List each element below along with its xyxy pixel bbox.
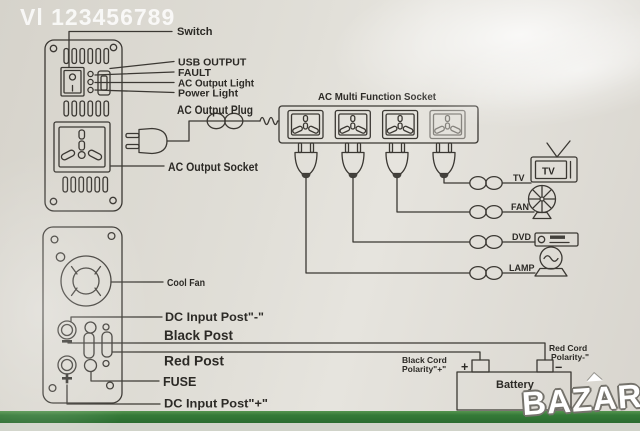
bazar-watermark-text: BAZAR [520,376,640,423]
ac-plug-icon [126,129,167,154]
fuse-holders-icon [84,322,112,372]
below-stripe-area [0,423,640,431]
usb-output-label: USB OUTPUT [178,57,247,69]
ac-output-socket-label: AC Output Socket [168,162,258,174]
dc-input-pos-label: DC Input Post"+" [164,397,268,411]
red-cord-label-line1: Red Cord [549,343,587,353]
power-strip-drawing [279,106,478,143]
top-watermark: Vl 123456789 [20,4,176,30]
power-light-label: Power Light [178,88,239,100]
dc-post-negative-icon [58,321,76,343]
red-post-wire [112,352,480,360]
red-cord-label-line2: Polarity-" [551,352,589,362]
front-panel-leader-lines [69,32,174,167]
fuse-label: FUSE [163,375,196,389]
black-cord-label-line2: Polarity"+" [402,364,446,374]
red-post-label: Red Post [164,354,225,369]
dc-post-positive-icon [58,356,76,384]
back-panel-leader-lines [67,282,163,404]
cord-to-tv [444,178,470,183]
battery-wires [68,343,545,360]
cool-fan-label: Cool Fan [167,277,205,289]
battery-label: Battery [496,379,535,391]
dvd-label: DVD [512,232,532,242]
ac-multi-function-socket-label: AC Multi Function Socket [318,91,436,103]
switch-label: Switch [177,26,213,38]
cool-fan-icon [61,256,111,306]
fan-label: FAN [511,202,529,212]
ac-socket-icon [54,122,110,172]
lamp-icon [535,247,567,276]
battery-drawing [457,360,571,410]
dvd-icon [535,233,578,246]
black-post-label: Black Post [164,328,234,343]
fan-icon [529,186,556,219]
ac-output-light-label: AC Output Light [178,78,254,90]
bazar-hat-icon [586,372,603,382]
back-panel-drawing [43,227,122,403]
spring-cord-icon [260,118,279,125]
cord-to-lamp [306,178,470,273]
power-switch-icon [61,68,84,97]
lamp-label: LAMP [509,263,535,273]
dc-input-neg-label: DC Input Post"-" [165,310,264,324]
tv-screen-text: TV [542,167,555,178]
ac-cord [167,112,279,141]
tv-label: TV [513,173,525,183]
battery-minus-symbol: − [555,361,562,375]
fault-label: FAULT [178,67,212,79]
cord-coils-drawing [469,175,535,281]
cord-to-fan [397,178,470,212]
front-panel-drawing [45,40,122,211]
green-stripe [0,411,640,423]
bazar-watermark: BAZAR [520,372,640,423]
cord-to-dvd [353,178,470,242]
indicator-lights-icon [88,71,93,92]
black-post-wire [68,343,545,360]
black-cord-label-line1: Black Cord [402,355,447,365]
appliance-plugs-drawing [294,142,470,273]
ac-output-plug-label: AC Output Plug [177,105,253,117]
battery-plus-symbol: + [461,360,468,374]
